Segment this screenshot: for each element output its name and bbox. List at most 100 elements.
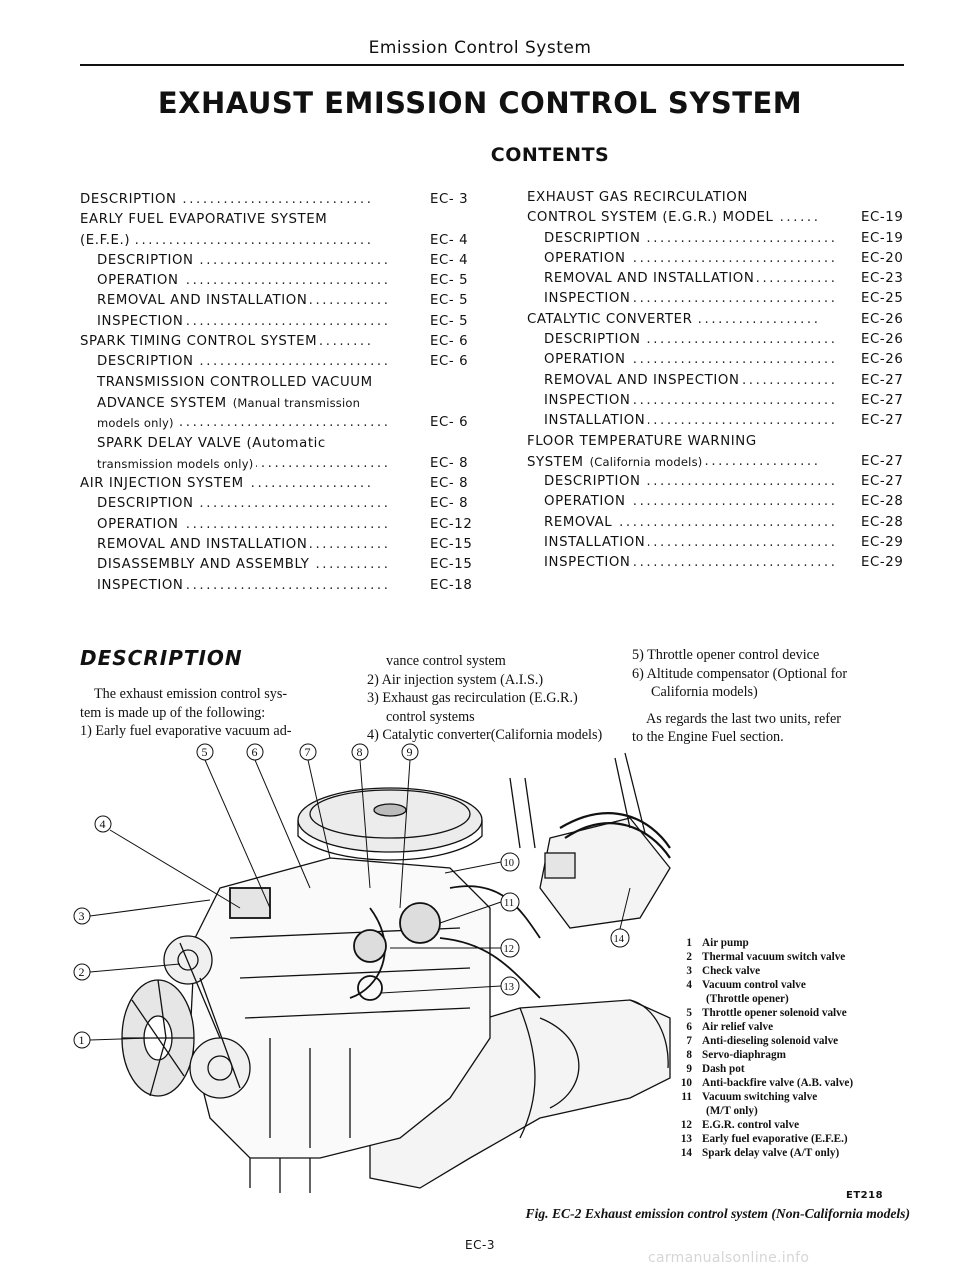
callout-8: 8 — [351, 743, 371, 889]
callout-3: 3 — [73, 899, 211, 925]
legend-text: E.G.R. control valve — [702, 1119, 800, 1131]
toc-entry: SPARK DELAY VALVE (Automatic — [80, 433, 480, 454]
toc-page-ref: EC- 4 — [426, 250, 480, 271]
callout-1: 1 — [73, 1031, 151, 1049]
callout-9: 9 — [399, 743, 419, 909]
toc-entry-text: OPERATION — [97, 516, 179, 532]
toc-entry-label: DESCRIPTION — [544, 228, 644, 249]
toc-entry-text: INSPECTION — [544, 291, 631, 307]
toc-entry: ADVANCE SYSTEM (Manual transmission — [80, 392, 480, 414]
description-line: 2) Air injection system (A.I.S.) — [367, 671, 544, 688]
toc-entry: ........................................… — [527, 350, 905, 371]
toc-entry: ........................................… — [80, 250, 480, 271]
toc-entry-note: (Manual transmission — [232, 395, 361, 410]
callout-number: 11 — [504, 898, 514, 909]
callout-12: 12 — [390, 938, 520, 958]
callout-number: 8 — [357, 745, 363, 759]
toc-entry-text: DESCRIPTION — [80, 192, 177, 207]
toc-entry: ........................................… — [80, 575, 480, 596]
legend-text: Vacuum switching valve — [702, 1091, 818, 1103]
toc-entry-label: REMOVAL AND INSPECTION — [544, 370, 743, 391]
toc-entry-text: ADVANCE SYSTEM — [97, 395, 227, 411]
callout-14: 14 — [610, 887, 631, 948]
toc-entry: ........................................… — [80, 311, 480, 332]
description-line: 1) Early fuel evaporative vacuum ad- — [80, 723, 292, 740]
toc-entry: ........................................… — [80, 413, 480, 434]
legend-text: Check valve — [702, 965, 761, 977]
legend-text: Spark delay valve (A/T only) — [702, 1147, 840, 1159]
toc-entry-label: SYSTEM(California models) — [527, 451, 706, 473]
toc-entry: ........................................… — [527, 512, 905, 533]
toc-entry-text: AIR INJECTION SYSTEM — [80, 476, 244, 492]
legend-number: 8 — [686, 1049, 692, 1061]
toc-entry: ........................................… — [80, 230, 480, 251]
callout-number: 6 — [252, 745, 258, 759]
toc-entry: ........................................… — [527, 492, 905, 513]
legend-number: 4 — [686, 979, 692, 991]
toc-page-ref: EC-12 — [426, 514, 480, 535]
toc-entry-label: INSTALLATION — [544, 533, 649, 554]
toc-entry: ........................................… — [80, 494, 480, 515]
page-title: EXHAUST EMISSION CONTROL SYSTEM — [157, 86, 803, 120]
toc-entry-text: REMOVAL AND INSTALLATION — [97, 293, 308, 309]
description-col-2: vance control system 2) Air injection sy… — [367, 652, 657, 745]
description-line: vance control system — [386, 653, 506, 669]
description-col-3: 5) Throttle opener control device 6) Alt… — [632, 646, 922, 747]
toc-entry: ........................................… — [80, 271, 480, 292]
toc-entry-note: models only) — [97, 416, 174, 431]
toc-entry: ........................................… — [80, 291, 480, 312]
toc-entry-text: DESCRIPTION — [97, 354, 194, 370]
legend-number: 14 — [680, 1147, 692, 1159]
toc-entry: FLOOR TEMPERATURE WARNING — [527, 431, 905, 452]
description-line: 5) Throttle opener control device — [632, 647, 820, 663]
callout-number: 7 — [305, 745, 311, 759]
toc-page-ref: EC-28 — [857, 492, 905, 513]
toc-entry-note: (California models) — [589, 454, 703, 469]
legend-text: Thermal vacuum switch valve — [702, 951, 846, 963]
toc-entry-text: EXHAUST GAS RECIRCULATION — [527, 190, 748, 205]
description-col-1: The exhaust emission control sys- tem is… — [80, 685, 350, 741]
callout-11: 11 — [439, 892, 520, 924]
toc-entry: EXHAUST GAS RECIRCULATION — [527, 188, 905, 208]
fan-and-pulleys — [121, 935, 251, 1099]
description-heading: DESCRIPTION — [80, 646, 243, 670]
toc-leader-dots: ........................................… — [544, 514, 838, 530]
toc-page-ref: EC-27 — [857, 390, 905, 411]
toc-page-ref: EC-18 — [426, 575, 480, 596]
toc-page-ref: EC-19 — [857, 228, 905, 249]
callout-number: 3 — [79, 909, 85, 923]
toc-entry-label: transmission models only) — [97, 453, 257, 475]
callout-6: 6 — [246, 743, 311, 889]
callout-10: 10 — [444, 852, 520, 874]
toc-entry-label: models only) — [97, 413, 177, 434]
header-rule — [80, 64, 904, 66]
toc-entry-text: OPERATION — [544, 352, 626, 368]
legend-number: 6 — [686, 1021, 692, 1033]
toc-entry: ........................................… — [527, 289, 905, 310]
description-line: As regards the last two units, refer — [646, 710, 842, 727]
toc-entry-text: OPERATION — [544, 250, 626, 266]
callouts: 1 2 3 4 5 6 7 8 9 10 11 12 13 14 — [73, 743, 631, 1049]
legend-number: 13 — [680, 1133, 692, 1145]
toc-entry-label: EARLY FUEL EVAPORATIVE SYSTEM — [80, 210, 331, 231]
toc-page-ref: EC-25 — [857, 289, 905, 310]
toc-page-ref: EC-27 — [857, 370, 905, 391]
toc-page-ref: EC- 6 — [426, 352, 480, 373]
toc-entry-label: INSPECTION — [97, 311, 187, 332]
figure-code: ET218 — [846, 1190, 884, 1201]
toc-entry: ........................................… — [527, 228, 905, 249]
toc-entry-label: REMOVAL AND INSTALLATION — [544, 269, 758, 290]
toc-entry-text: SPARK TIMING CONTROL SYSTEM — [80, 334, 318, 350]
toc-entry-text: DESCRIPTION — [544, 474, 641, 490]
toc-entry-text: REMOVAL — [544, 514, 613, 530]
toc-entry-label: DESCRIPTION — [97, 494, 197, 515]
toc-entry-text: CONTROL SYSTEM (E.G.R.) MODEL — [527, 210, 774, 226]
toc-entry-text: INSPECTION — [544, 555, 631, 571]
toc-entry: TRANSMISSION CONTROLLED VACUUM — [80, 372, 480, 393]
toc-page-ref: EC-15 — [426, 555, 480, 576]
legend-number: 1 — [686, 937, 692, 949]
toc-entry-label: DESCRIPTION — [544, 330, 644, 351]
toc-page-ref: EC-23 — [857, 269, 905, 290]
toc-entry: ........................................… — [527, 370, 905, 391]
toc-entry-text: DISASSEMBLY AND ASSEMBLY — [97, 557, 310, 573]
